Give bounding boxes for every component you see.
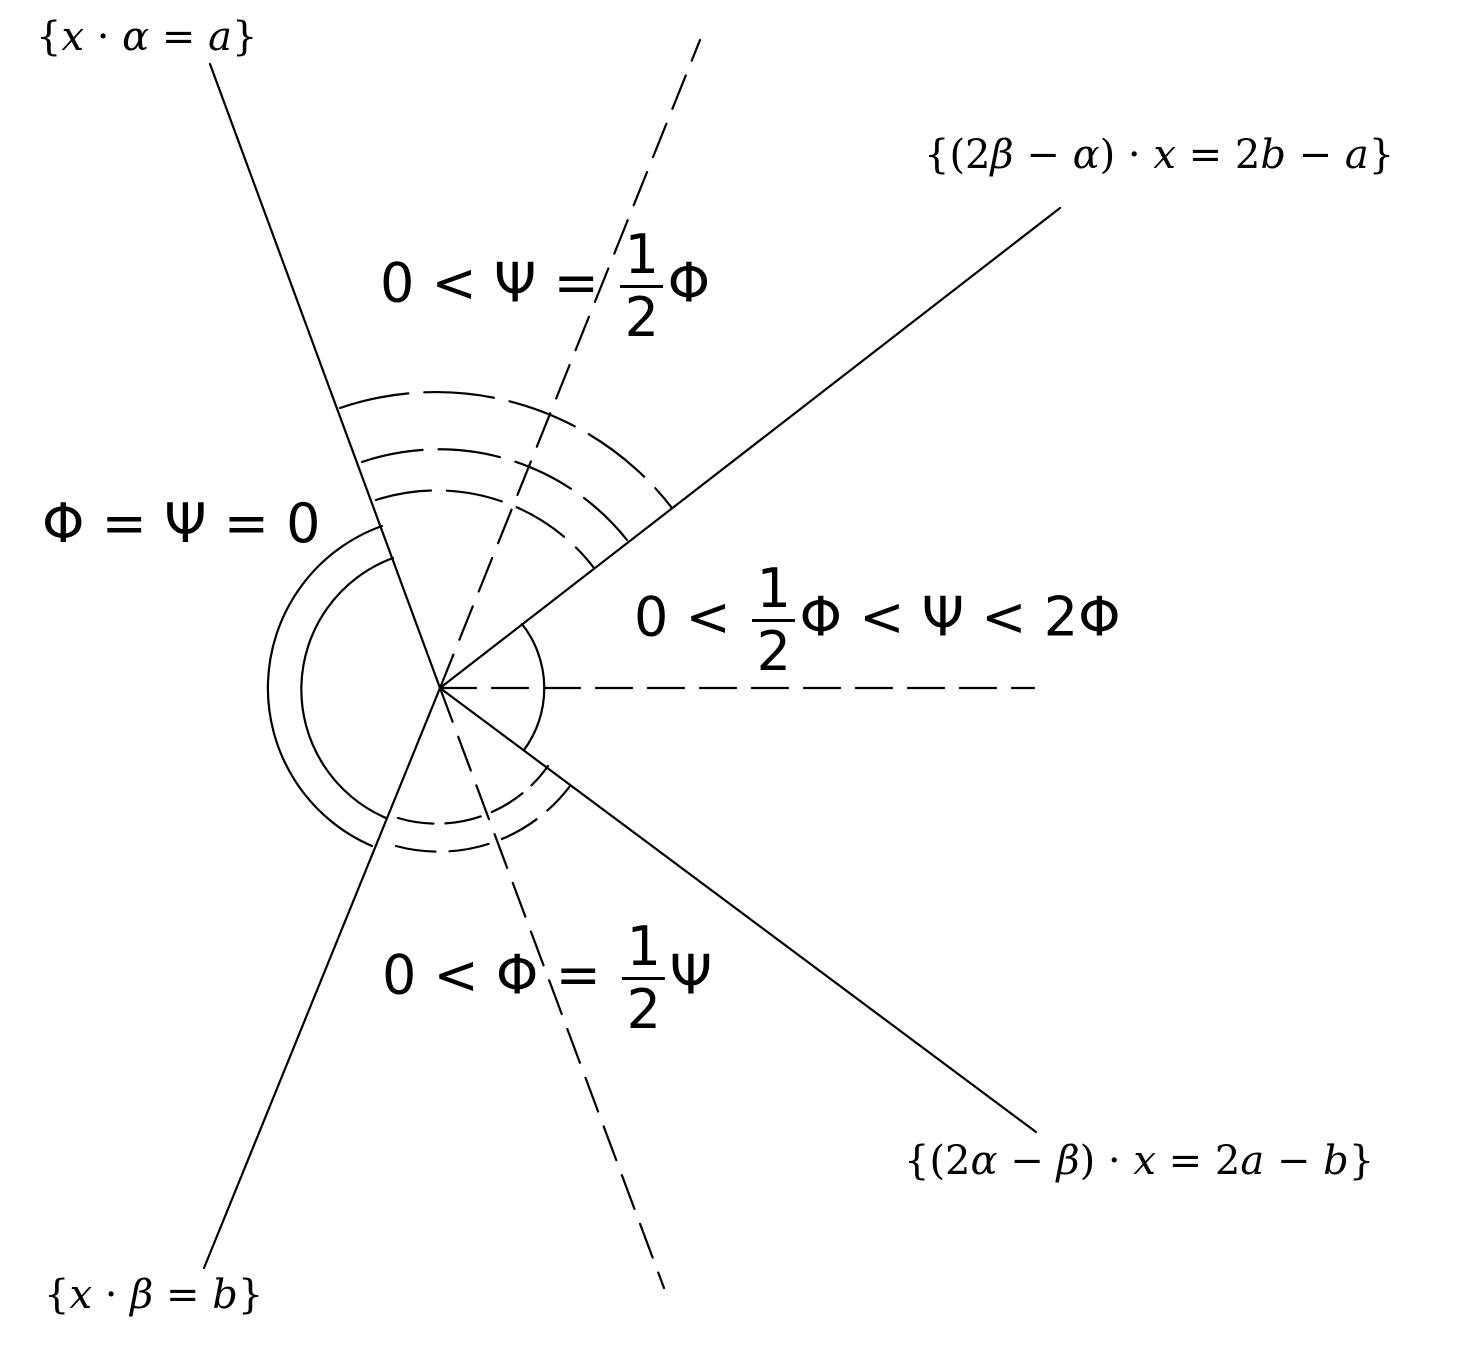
fraction-numerator: 1 bbox=[752, 561, 796, 623]
beta-hyperplane-label: {x · β = b} bbox=[44, 1272, 263, 1318]
brace-close: } bbox=[237, 1272, 264, 1318]
fraction-numerator: 1 bbox=[622, 919, 666, 981]
beta-hyperplane-line bbox=[202, 686, 442, 1270]
label-part: {(2 bbox=[924, 132, 991, 178]
upper-inner-dashed-arc bbox=[374, 489, 596, 570]
var-a: a bbox=[208, 14, 232, 60]
fraction-denominator: 2 bbox=[626, 978, 661, 1042]
dot-op: · bbox=[92, 1272, 131, 1318]
upper-dashed-bisector bbox=[438, 38, 702, 690]
brace-open: { bbox=[36, 14, 62, 60]
upper-middle-dashed-arc bbox=[360, 448, 629, 542]
brace-open: { bbox=[44, 1272, 70, 1318]
var-b: b bbox=[1260, 132, 1286, 178]
right-region-prefix: 0 < bbox=[634, 585, 748, 649]
var-alpha: α bbox=[1072, 132, 1100, 178]
fraction-numerator: 1 bbox=[620, 227, 664, 289]
minus-op: − bbox=[1285, 132, 1345, 178]
left-region-label: Φ = Ψ = 0 bbox=[42, 492, 321, 555]
alpha-hyperplane-label: {x · α = a} bbox=[36, 14, 257, 60]
minus-op: − bbox=[1013, 132, 1073, 178]
bottom-region-prefix: 0 < Φ = bbox=[382, 943, 619, 1007]
var-a: a bbox=[1240, 1138, 1265, 1184]
reflected-beta-hyperplane-label: {(2β − α) · x = 2b − a} bbox=[924, 132, 1394, 178]
var-beta: β bbox=[990, 132, 1014, 178]
var-x: x bbox=[61, 14, 85, 60]
var-x: x bbox=[1133, 1138, 1156, 1184]
bottom-region-suffix: Ψ bbox=[669, 943, 713, 1007]
label-part: ) · bbox=[1099, 132, 1154, 178]
label-part: ) · bbox=[1079, 1138, 1134, 1184]
equals-op: = bbox=[149, 14, 209, 60]
left-region-text: Φ = Ψ = 0 bbox=[42, 492, 321, 555]
right-solid-arc bbox=[520, 622, 546, 752]
alpha-hyperplane-line bbox=[208, 62, 442, 690]
brace-close: } bbox=[1348, 1138, 1375, 1184]
equals-op: = bbox=[153, 1272, 213, 1318]
label-part: = 2 bbox=[1175, 132, 1261, 178]
fraction-denominator: 2 bbox=[756, 620, 791, 684]
var-b: b bbox=[212, 1272, 238, 1318]
var-alpha: α bbox=[122, 14, 150, 60]
minus-op: − bbox=[997, 1138, 1057, 1184]
brace-close: } bbox=[232, 14, 258, 60]
var-beta: β bbox=[1056, 1138, 1080, 1184]
var-b: b bbox=[1323, 1138, 1349, 1184]
top-region-prefix: 0 < Ψ = bbox=[380, 251, 617, 315]
minus-op: − bbox=[1264, 1138, 1324, 1184]
right-region-suffix: Φ < Ψ < 2Φ bbox=[799, 585, 1121, 649]
reflected-alpha-hyperplane-line bbox=[438, 686, 1038, 1134]
brace-close: } bbox=[1368, 132, 1395, 178]
left-inner-solid-arc bbox=[300, 556, 395, 820]
label-part: = 2 bbox=[1155, 1138, 1241, 1184]
var-beta: β bbox=[130, 1272, 154, 1318]
fraction-denominator: 2 bbox=[624, 286, 659, 350]
var-x: x bbox=[69, 1272, 93, 1318]
label-part: {(2 bbox=[904, 1138, 971, 1184]
reflected-alpha-hyperplane-label: {(2α − β) · x = 2a − b} bbox=[904, 1138, 1374, 1184]
left-outer-solid-arc bbox=[266, 524, 384, 848]
var-alpha: α bbox=[970, 1138, 998, 1184]
var-a: a bbox=[1344, 132, 1369, 178]
reflected-beta-hyperplane-line bbox=[438, 206, 1062, 690]
lower-dashed-bisector bbox=[438, 686, 666, 1290]
lower-outer-dashed-arc bbox=[394, 784, 572, 853]
upper-outer-dashed-arc bbox=[338, 390, 674, 510]
dot-op: · bbox=[84, 14, 123, 60]
top-region-suffix: Φ bbox=[667, 251, 711, 315]
var-x: x bbox=[1153, 132, 1176, 178]
lower-inner-dashed-arc bbox=[396, 764, 550, 825]
